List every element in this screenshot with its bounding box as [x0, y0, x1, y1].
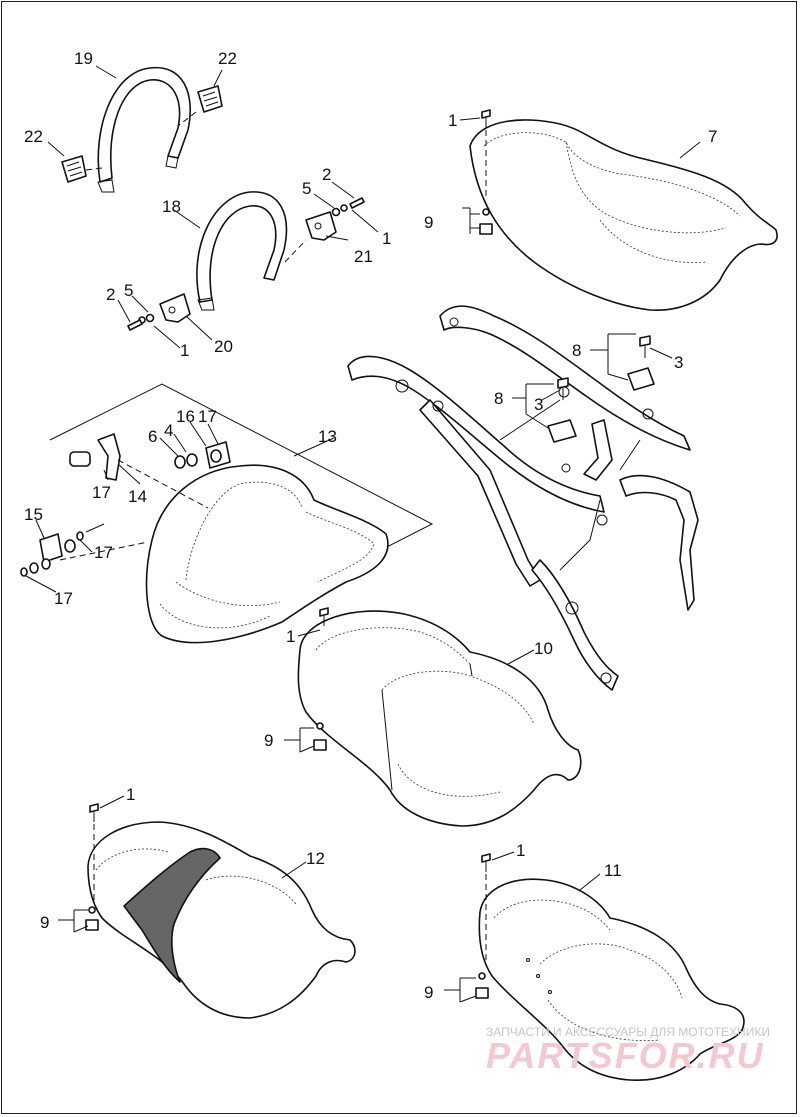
callout-9: 9	[40, 913, 49, 932]
seat-11	[478, 878, 745, 1081]
callout-22: 22	[24, 127, 43, 146]
callout-1: 1	[448, 111, 457, 130]
seat-7	[469, 119, 778, 311]
callout-17: 17	[94, 543, 113, 562]
watermark-tagline: ЗАПЧАСТИ И АКСЕССУАРЫ ДЛЯ МОТОТЕХНИКИ	[486, 1025, 770, 1039]
callout-13: 13	[318, 427, 337, 446]
sissy-bar-upright-18	[196, 191, 307, 311]
callout-2: 2	[322, 165, 331, 184]
callout-22: 22	[218, 49, 237, 68]
callout-1: 1	[180, 341, 189, 360]
callout-16: 16	[176, 407, 195, 426]
callout-11: 11	[604, 861, 622, 880]
sissy-bar-upright-19	[97, 66, 192, 193]
bracket-20	[127, 293, 191, 331]
callout-17: 17	[198, 407, 217, 426]
seat-hardware	[85, 109, 651, 999]
callout-1: 1	[126, 785, 135, 804]
seat-10	[297, 610, 582, 827]
callout-14: 14	[128, 487, 147, 506]
callout-19: 19	[74, 49, 93, 68]
callout-3: 3	[674, 353, 683, 372]
callout-5: 5	[302, 179, 311, 198]
callout-2: 2	[106, 285, 115, 304]
callout-10: 10	[534, 639, 553, 658]
bracket-21	[305, 197, 365, 241]
callout-5: 5	[124, 281, 133, 300]
callout-18: 18	[162, 197, 181, 216]
callout-1: 1	[286, 627, 295, 646]
callout-15: 15	[24, 505, 43, 524]
callout-8: 8	[572, 341, 581, 360]
callout-3: 3	[534, 395, 543, 414]
callout-4: 4	[164, 421, 173, 440]
callout-9: 9	[424, 213, 433, 232]
callout-6: 6	[148, 427, 157, 446]
callout-1: 1	[516, 841, 525, 860]
pad-22-left	[61, 155, 103, 183]
seat-12	[87, 821, 356, 1019]
callout-21: 21	[354, 247, 373, 266]
callout-17: 17	[92, 483, 111, 502]
callout-17: 17	[54, 589, 73, 608]
pad-22-right	[177, 85, 223, 127]
callout-labels: 19 22 22 18 2 5 1 21 2 5 1 20 1 7 9 8 3 …	[24, 49, 717, 1002]
backrest-mount-hardware	[20, 433, 231, 577]
callout-9: 9	[264, 731, 273, 750]
watermark: ЗАПЧАСТИ И АКСЕССУАРЫ ДЛЯ МОТОТЕХНИКИ PA…	[486, 1025, 770, 1076]
callout-1: 1	[382, 229, 391, 248]
leader-lines	[25, 65, 701, 1003]
callout-9: 9	[424, 983, 433, 1002]
callout-8: 8	[494, 389, 503, 408]
backrest-assembly-13	[49, 383, 434, 644]
callout-20: 20	[214, 337, 233, 356]
callout-12: 12	[306, 849, 325, 868]
watermark-brand: PARTSFOR.RU	[486, 1035, 765, 1076]
callout-7: 7	[708, 127, 717, 146]
